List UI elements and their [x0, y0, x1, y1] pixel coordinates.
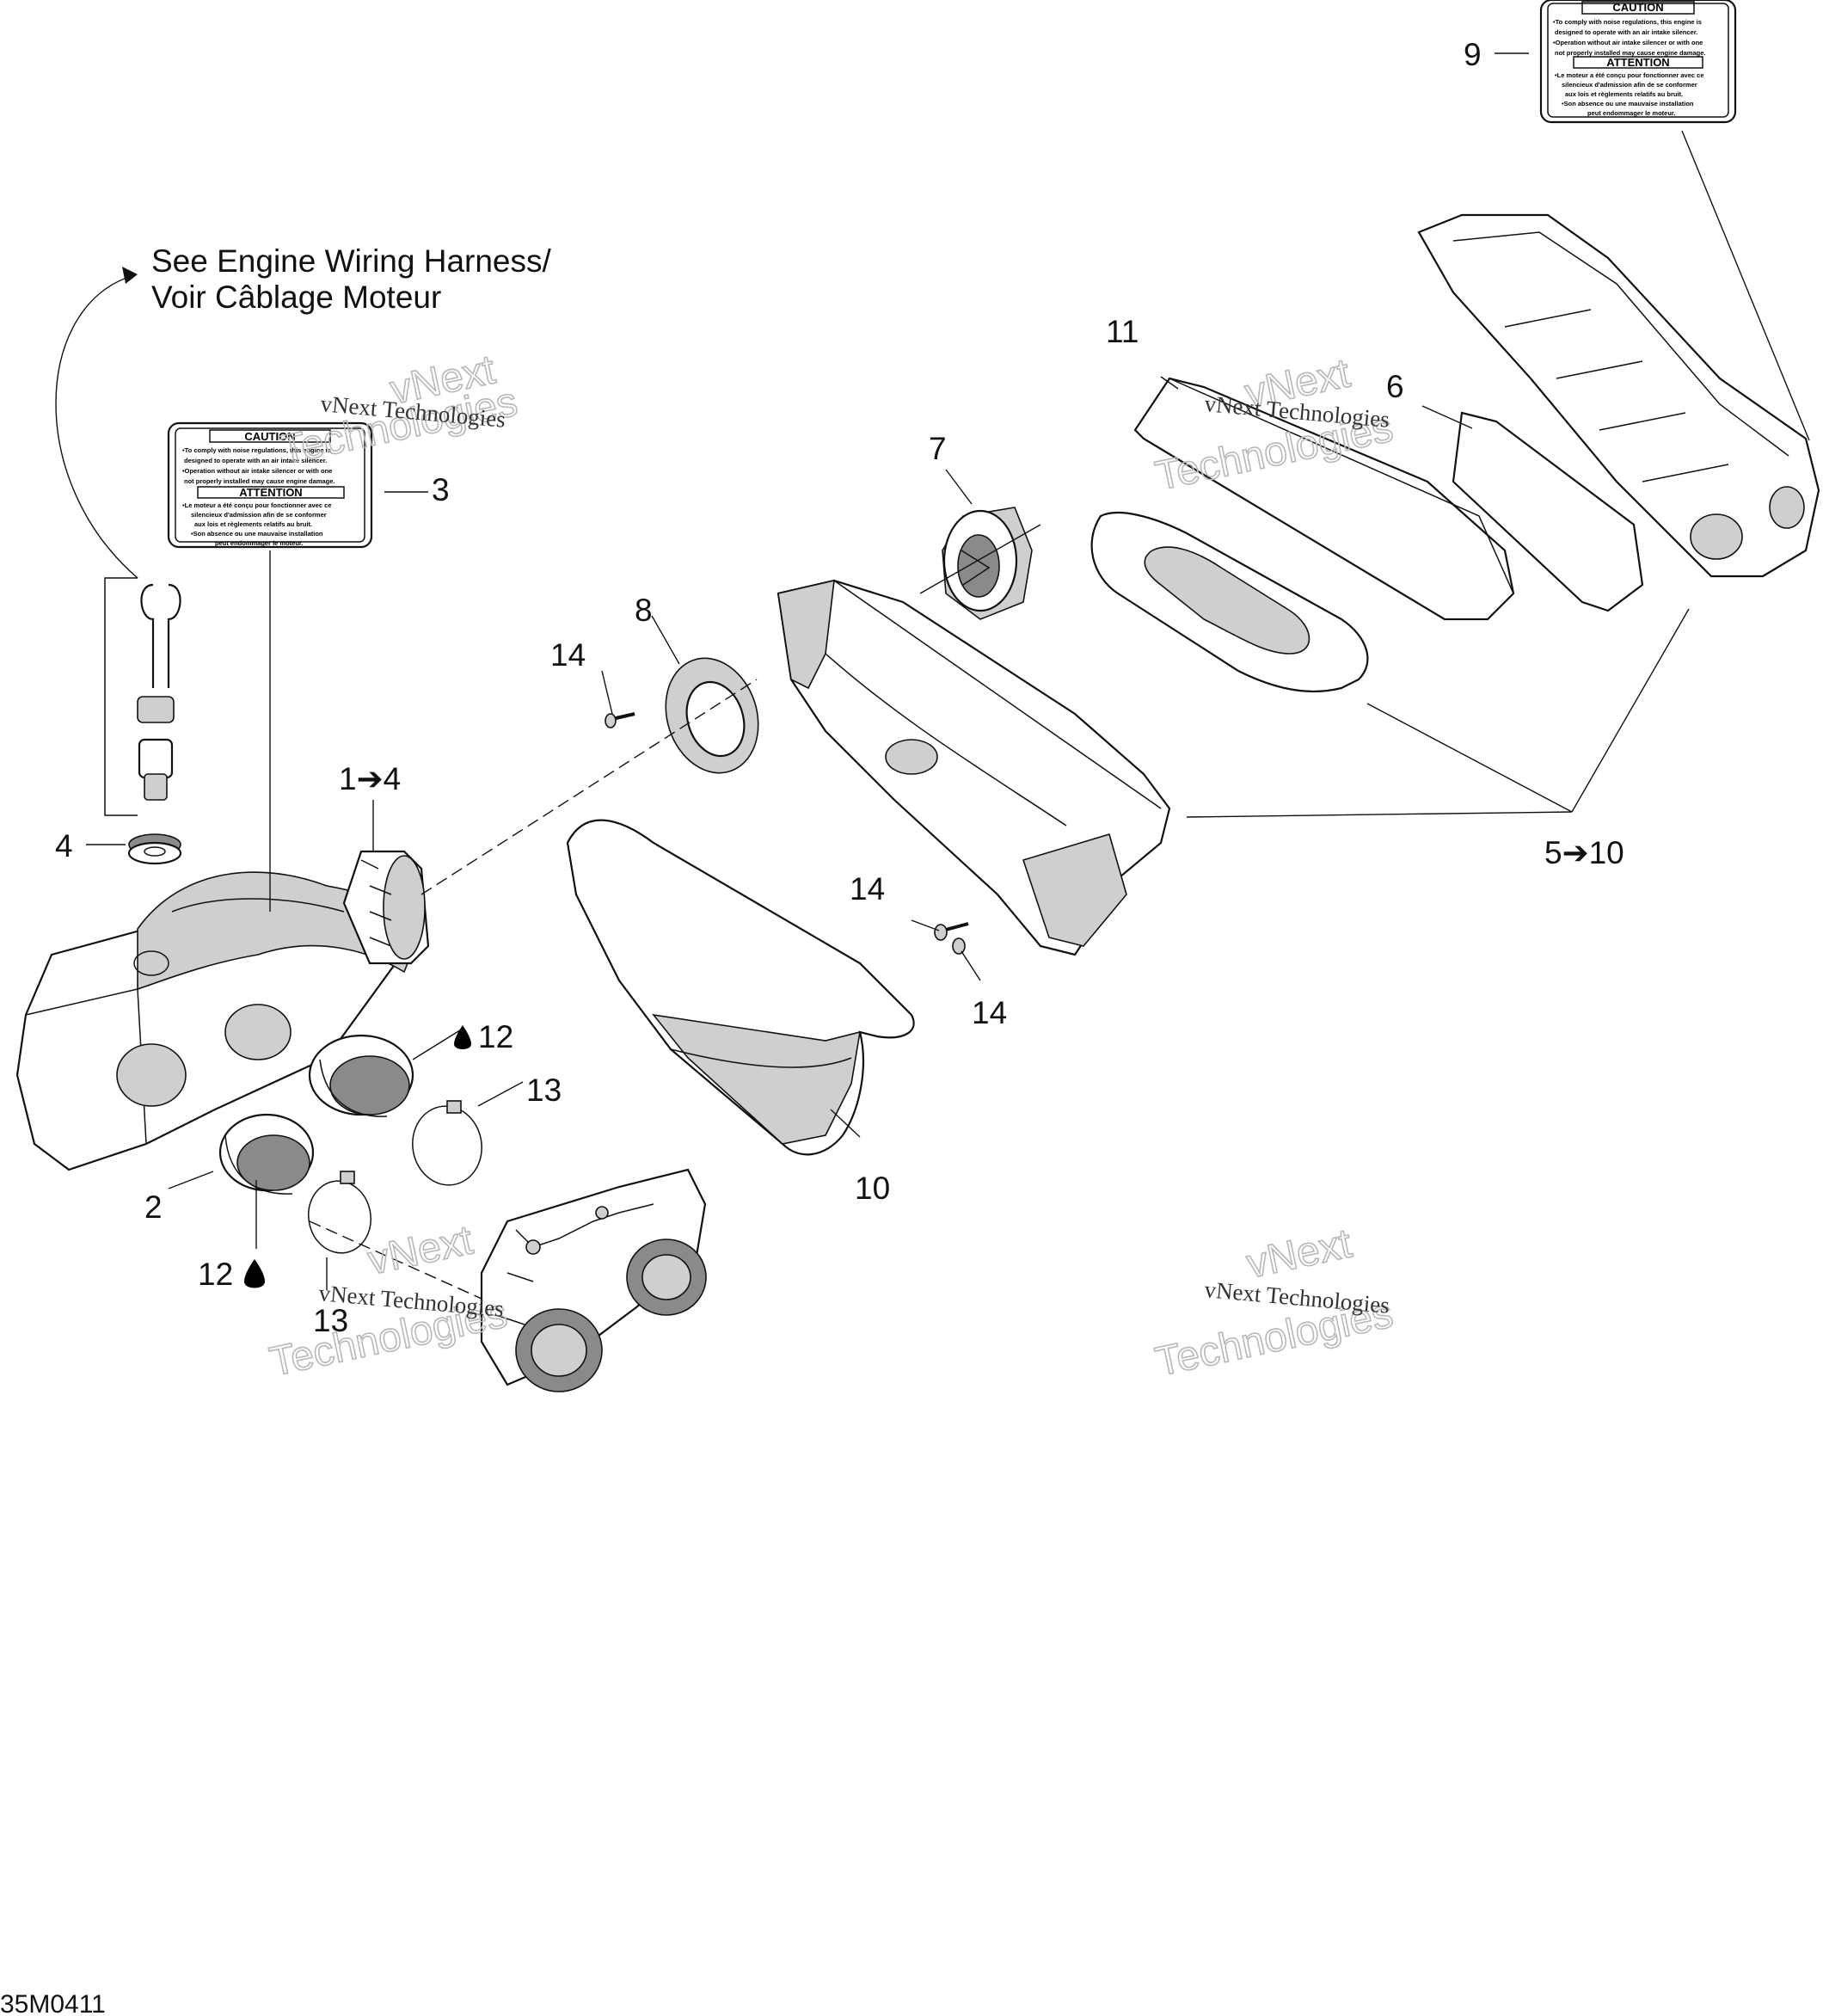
label-9-caution-line-1: •To comply with noise regulations, this …: [1553, 18, 1702, 26]
screw-14-top: [605, 712, 635, 728]
callouts: 9 3 11 6 7 8 14 1➔4 4 5➔10 14 14 12 13 1…: [55, 37, 1624, 1338]
callout-8: 8: [635, 593, 653, 628]
label-3-caution-line-1: •To comply with noise regulations, this …: [182, 446, 331, 454]
callout-11: 11: [1106, 314, 1139, 349]
label-9-attention-line-5: peut endommager le moteur.: [1587, 109, 1676, 117]
label-3-attention: ATTENTION: [239, 486, 302, 499]
label-9-attention-line-1: •Le moteur a été conçu pour fonctionner …: [1555, 71, 1704, 79]
callout-2: 2: [144, 1189, 163, 1225]
watermark-vnext: vNext: [364, 1217, 476, 1283]
figure-code: 35M0411: [0, 1990, 106, 2016]
coupler-2-lower: [218, 1113, 315, 1195]
screw-14-mid: [934, 922, 969, 941]
upper-housing: [1417, 213, 1820, 578]
top-panel-11: [1133, 377, 1515, 621]
label-9-caution-line-4: not properly installed may cause engine …: [1555, 49, 1705, 57]
label-3-caution-line-3: •Operation without air intake silencer o…: [182, 467, 332, 475]
callout-3: 3: [432, 472, 450, 507]
intake-adapter-7: [942, 507, 1033, 620]
label-9-attention-line-4: •Son absence ou une mauvaise installatio…: [1562, 100, 1694, 108]
warning-label-9: CAUTION •To comply with noise regulation…: [1539, 0, 1737, 124]
silencer-housing-5: [776, 579, 1171, 956]
coupler-12-upper: [308, 1034, 414, 1117]
label-3-attention-line-1: •Le moteur a été conçu pour fonctionner …: [182, 501, 332, 509]
callout-1-4: 1➔4: [339, 761, 401, 796]
callout-4: 4: [55, 828, 73, 864]
callout-14-bottom: 14: [972, 995, 1007, 1030]
note-line-1: See Engine Wiring Harness/: [151, 243, 551, 279]
label-3-caution-line-4: not properly installed may cause engine …: [184, 477, 335, 485]
watermark-vnext: vNext: [1243, 1220, 1355, 1287]
callout-13-lower: 13: [313, 1303, 348, 1338]
screw-14-bottom: [952, 937, 966, 955]
note-arrow-line: [55, 276, 138, 579]
intake-tray-6: [1090, 511, 1369, 693]
label-3-caution: CAUTION: [244, 430, 295, 443]
oil-drop-icon: [454, 1025, 471, 1049]
ring-seal-8: [665, 657, 759, 774]
label-9-attention-line-3: aux lois et règlements relatifs au bruit…: [1565, 90, 1683, 98]
label-9-caution-line-2: designed to operate with an air intake s…: [1555, 28, 1697, 36]
wiring-harness-note: See Engine Wiring Harness/ Voir Câblage …: [55, 243, 551, 579]
label-9-caution-line-3: •Operation without air intake silencer o…: [1553, 39, 1703, 46]
air-intake-silencer-base: [15, 850, 430, 1171]
label-9-attention: ATTENTION: [1606, 56, 1669, 69]
label-3-attention-line-3: aux lois et règlements relatifs au bruit…: [194, 520, 312, 528]
throttle-body: [480, 1168, 707, 1392]
callout-10: 10: [855, 1171, 890, 1206]
callout-6: 6: [1386, 369, 1404, 404]
label-3-attention-line-4: •Son absence ou une mauvaise installatio…: [191, 530, 323, 538]
callout-12-left: 12: [198, 1257, 233, 1292]
lower-cover-10: [566, 819, 915, 1156]
callout-12-right: 12: [478, 1019, 513, 1054]
note-line-2: Voir Câblage Moteur: [151, 280, 441, 315]
label-3-attention-line-2: silencieux d'admission afin de se confor…: [191, 511, 327, 519]
label-3-attention-line-5: peut endommager le moteur.: [215, 539, 304, 547]
note-arrowhead-icon: [122, 267, 138, 284]
oil-drop-icon: [244, 1259, 265, 1288]
clamp-13-upper: [412, 1100, 482, 1186]
clamp-13-lower: [308, 1171, 371, 1254]
warning-label-3: CAUTION •To comply with noise regulation…: [167, 421, 373, 549]
wiring-connector: [104, 577, 181, 816]
callout-7: 7: [929, 431, 947, 466]
label-9-caution: CAUTION: [1612, 1, 1663, 14]
label-3-caution-line-2: designed to operate with an air intake s…: [184, 457, 327, 464]
grommet-4: [127, 833, 182, 865]
callout-14-top: 14: [550, 637, 586, 673]
callout-5-10: 5➔10: [1544, 835, 1624, 870]
callout-14-mid: 14: [850, 871, 885, 907]
leader-lines: [86, 52, 1810, 1300]
label-9-attention-line-2: silencieux d'admission afin de se confor…: [1562, 81, 1697, 89]
cover-bar-6: [1452, 411, 1644, 612]
callout-13-upper: 13: [526, 1073, 562, 1108]
callout-9: 9: [1464, 37, 1482, 72]
